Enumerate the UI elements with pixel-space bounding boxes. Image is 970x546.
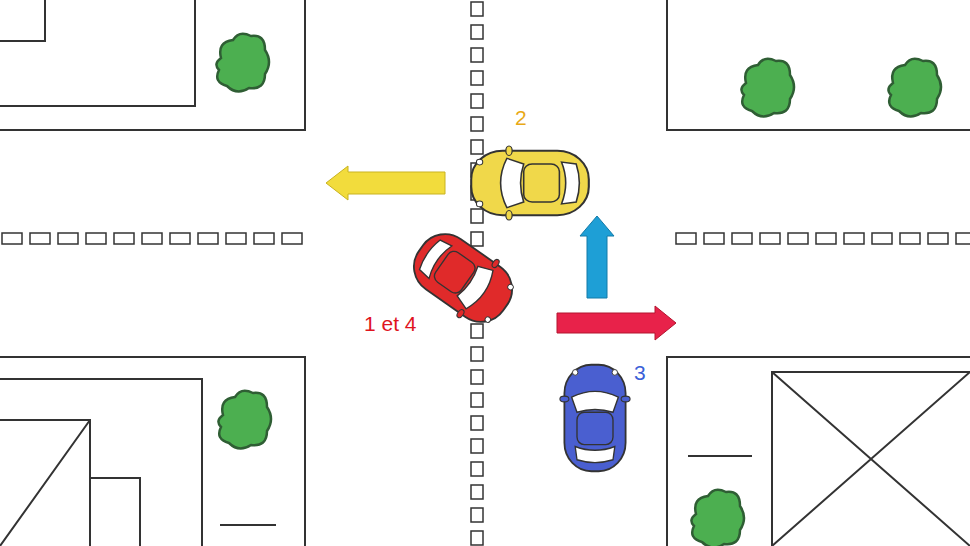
- lane-dash: [732, 233, 752, 244]
- lane-dash: [471, 393, 483, 407]
- callout-number: 3: [634, 362, 646, 383]
- lane-dash: [471, 232, 483, 246]
- lane-dash: [86, 233, 106, 244]
- callout-number: 2: [515, 107, 527, 128]
- lane-dash: [676, 233, 696, 244]
- lane-dash: [471, 347, 483, 361]
- lane-dash: [226, 233, 246, 244]
- lane-dash: [170, 233, 190, 244]
- lane-dash: [471, 324, 483, 338]
- lane-dash: [900, 233, 920, 244]
- lane-dash: [471, 48, 483, 62]
- lane-dash: [282, 233, 302, 244]
- lane-dash: [471, 94, 483, 108]
- lane-dash: [142, 233, 162, 244]
- lane-dash: [956, 233, 970, 244]
- lane-dash: [704, 233, 724, 244]
- lane-dash: [760, 233, 780, 244]
- lane-dash: [471, 71, 483, 85]
- lane-dash: [471, 439, 483, 453]
- lane-dash: [471, 416, 483, 430]
- lane-dash: [872, 233, 892, 244]
- callout-number: 1 et 4: [364, 313, 417, 334]
- lane-dash: [471, 370, 483, 384]
- lane-dash: [816, 233, 836, 244]
- lane-dash: [471, 25, 483, 39]
- lane-dash: [844, 233, 864, 244]
- lane-dash: [58, 233, 78, 244]
- lane-dash: [471, 209, 483, 223]
- lane-dash: [198, 233, 218, 244]
- lane-dash: [2, 233, 22, 244]
- lane-dash: [471, 485, 483, 499]
- lane-dash: [254, 233, 274, 244]
- lane-dash: [471, 117, 483, 131]
- lane-dash: [471, 140, 483, 154]
- lane-dash: [788, 233, 808, 244]
- lane-dash: [30, 233, 50, 244]
- lane-dash: [471, 508, 483, 522]
- lane-dash: [928, 233, 948, 244]
- lane-dash: [114, 233, 134, 244]
- lane-dash: [471, 2, 483, 16]
- lane-dash: [471, 531, 483, 545]
- lane-dash: [471, 462, 483, 476]
